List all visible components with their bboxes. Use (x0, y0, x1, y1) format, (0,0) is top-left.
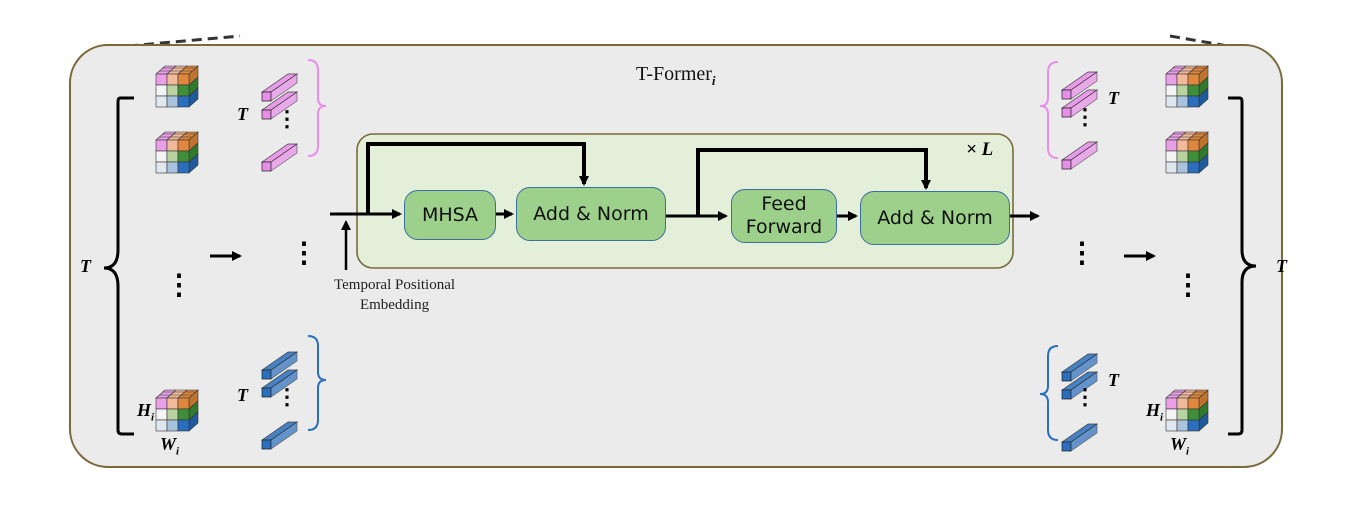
mhsa-label: MHSA (421, 203, 479, 226)
h-label-right: Hi (1146, 400, 1163, 424)
title-text: T-Former (636, 63, 712, 85)
h-label-right-sub: i (1160, 411, 1164, 424)
ellipsis-pink-left: ⋮ (276, 106, 298, 131)
feed-forward-block: Feed Forward (731, 189, 837, 243)
ellipsis-left-tokens: ⋮ (290, 237, 318, 268)
t-label-pink-right: T (1108, 88, 1119, 108)
repeat-label: × L (966, 139, 994, 160)
embedding-label-line1: Temporal Positional (334, 277, 456, 293)
h-label-left-sub: i (151, 411, 155, 424)
ellipsis-pink-right: ⋮ (1074, 104, 1096, 129)
brace-blue-right (1039, 345, 1059, 441)
w-label-right-sub: i (1186, 445, 1190, 458)
title-subscript: i (711, 73, 716, 88)
token-pink-right-3 (1060, 141, 1099, 170)
token-blue-left-3 (260, 421, 299, 450)
ellipsis-blue-right: ⋮ (1074, 384, 1096, 409)
token-blue-left-1 (260, 351, 299, 380)
w-label-right: Wi (1170, 434, 1189, 458)
title: T-Formeri (636, 63, 716, 89)
token-blue-right-1 (1060, 353, 1099, 382)
w-label-right-text: W (1170, 434, 1187, 454)
ellipsis-left-cubes: ⋮ (165, 269, 193, 300)
h-label-right-text: H (1146, 400, 1161, 420)
ellipsis-right-cubes: ⋮ (1174, 269, 1202, 300)
token-blue-left-2 (260, 369, 299, 398)
token-pink-left-1 (260, 73, 299, 102)
feature-cube-1 (155, 65, 199, 108)
token-pink-right-1 (1060, 71, 1099, 100)
token-pink-left-2 (260, 91, 299, 120)
brace-pink-left (307, 59, 327, 157)
feature-cube-6 (1165, 389, 1209, 432)
w-label-left-sub: i (176, 445, 180, 458)
add-norm-block-1: Add & Norm (516, 187, 666, 241)
h-label-left: Hi (137, 400, 154, 424)
right-bracket (1228, 96, 1257, 436)
mhsa-block: MHSA (404, 190, 496, 240)
w-label-left: Wi (160, 434, 179, 458)
token-blue-right-2 (1060, 371, 1099, 400)
skip-connection-1 (366, 142, 589, 214)
feature-cube-2 (155, 131, 199, 174)
left-bracket (103, 96, 134, 436)
feature-cube-3 (155, 389, 199, 432)
t-label-left-outer: T (80, 256, 91, 276)
ellipsis-right-tokens: ⋮ (1068, 237, 1096, 268)
t-label-pink-left: T (237, 104, 248, 124)
token-stacks (260, 71, 1099, 452)
feed-forward-line2: Forward (745, 216, 823, 238)
feature-cube-4 (1165, 65, 1209, 108)
w-label-left-text: W (160, 434, 177, 454)
feature-cubes (155, 65, 1209, 432)
token-pink-right-2 (1060, 89, 1099, 118)
add-norm-label-2: Add & Norm (877, 206, 993, 229)
h-label-left-text: H (137, 400, 152, 420)
add-norm-label-1: Add & Norm (533, 202, 649, 225)
ellipsis-blue-left: ⋮ (276, 384, 298, 409)
t-label-right-outer: T (1276, 256, 1287, 276)
embedding-label-line2: Embedding (359, 296, 430, 313)
skip-connection-2 (696, 148, 931, 216)
brace-blue-left (307, 335, 327, 431)
t-label-blue-right: T (1108, 370, 1119, 390)
brace-pink-right (1039, 61, 1059, 159)
token-pink-left-3 (260, 143, 299, 172)
token-blue-right-3 (1060, 423, 1099, 452)
feature-cube-5 (1165, 131, 1209, 174)
feed-forward-line1: Feed (761, 193, 807, 216)
add-norm-block-2: Add & Norm (860, 191, 1010, 245)
t-label-blue-left: T (237, 385, 248, 405)
embedding-label: Temporal Positional Embedding (334, 276, 455, 315)
